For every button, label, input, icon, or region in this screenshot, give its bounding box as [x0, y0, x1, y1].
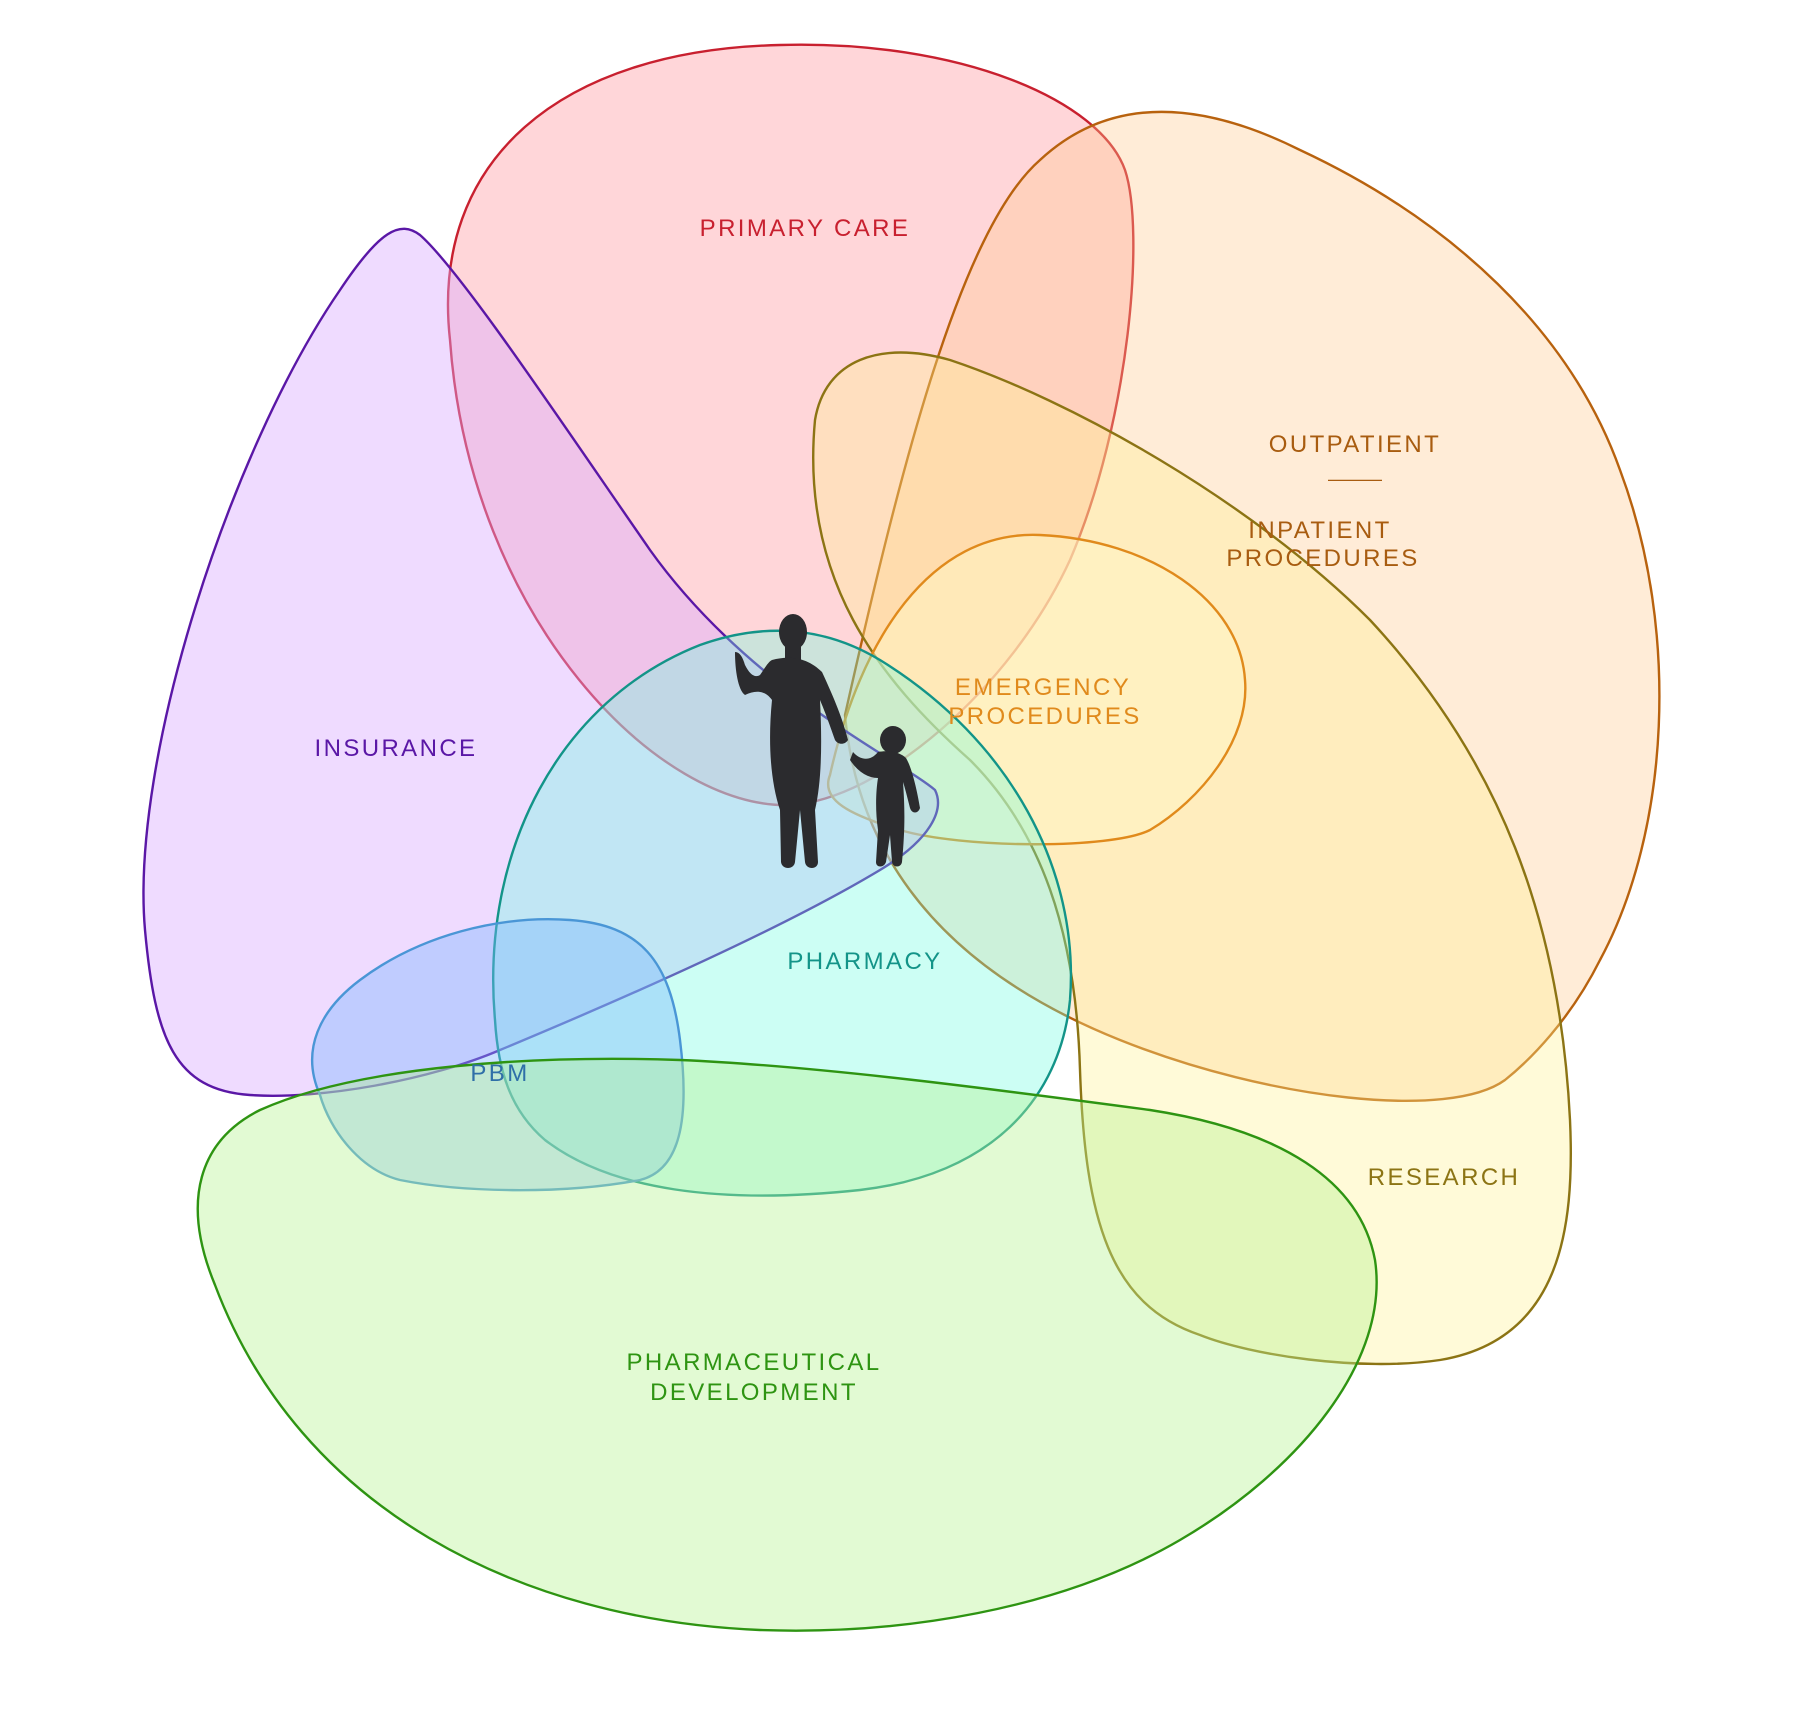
adult-and-child-silhouette-icon	[735, 614, 920, 868]
pbm-region	[310, 918, 685, 1192]
emergency-procedures-label: PROCEDURES	[948, 703, 1141, 730]
outpatient-divider: ———	[1328, 469, 1382, 489]
pharmaceutical-development-region	[196, 1057, 1378, 1632]
research-label: RESEARCH	[1368, 1164, 1521, 1191]
emergency-label: EMERGENCY	[955, 674, 1131, 701]
insurance-label: INSURANCE	[315, 735, 478, 762]
inpatient-procedures-label: PROCEDURES	[1226, 545, 1419, 572]
inpatient-label: INPATIENT	[1248, 517, 1391, 544]
pharmaceutical-label: PHARMACEUTICAL	[627, 1349, 882, 1376]
emergency-procedures-region	[827, 533, 1247, 846]
pharmacy-region	[492, 629, 1073, 1197]
adult-silhouette-icon	[735, 614, 848, 868]
outpatient-label: OUTPATIENT	[1269, 431, 1441, 458]
pharmaceutical-development-label: DEVELOPMENT	[650, 1379, 858, 1406]
primary-care-label: PRIMARY CARE	[700, 215, 911, 242]
pbm-label: PBM	[470, 1060, 529, 1087]
child-silhouette-icon	[850, 726, 920, 867]
pharmacy-label: PHARMACY	[787, 948, 942, 975]
